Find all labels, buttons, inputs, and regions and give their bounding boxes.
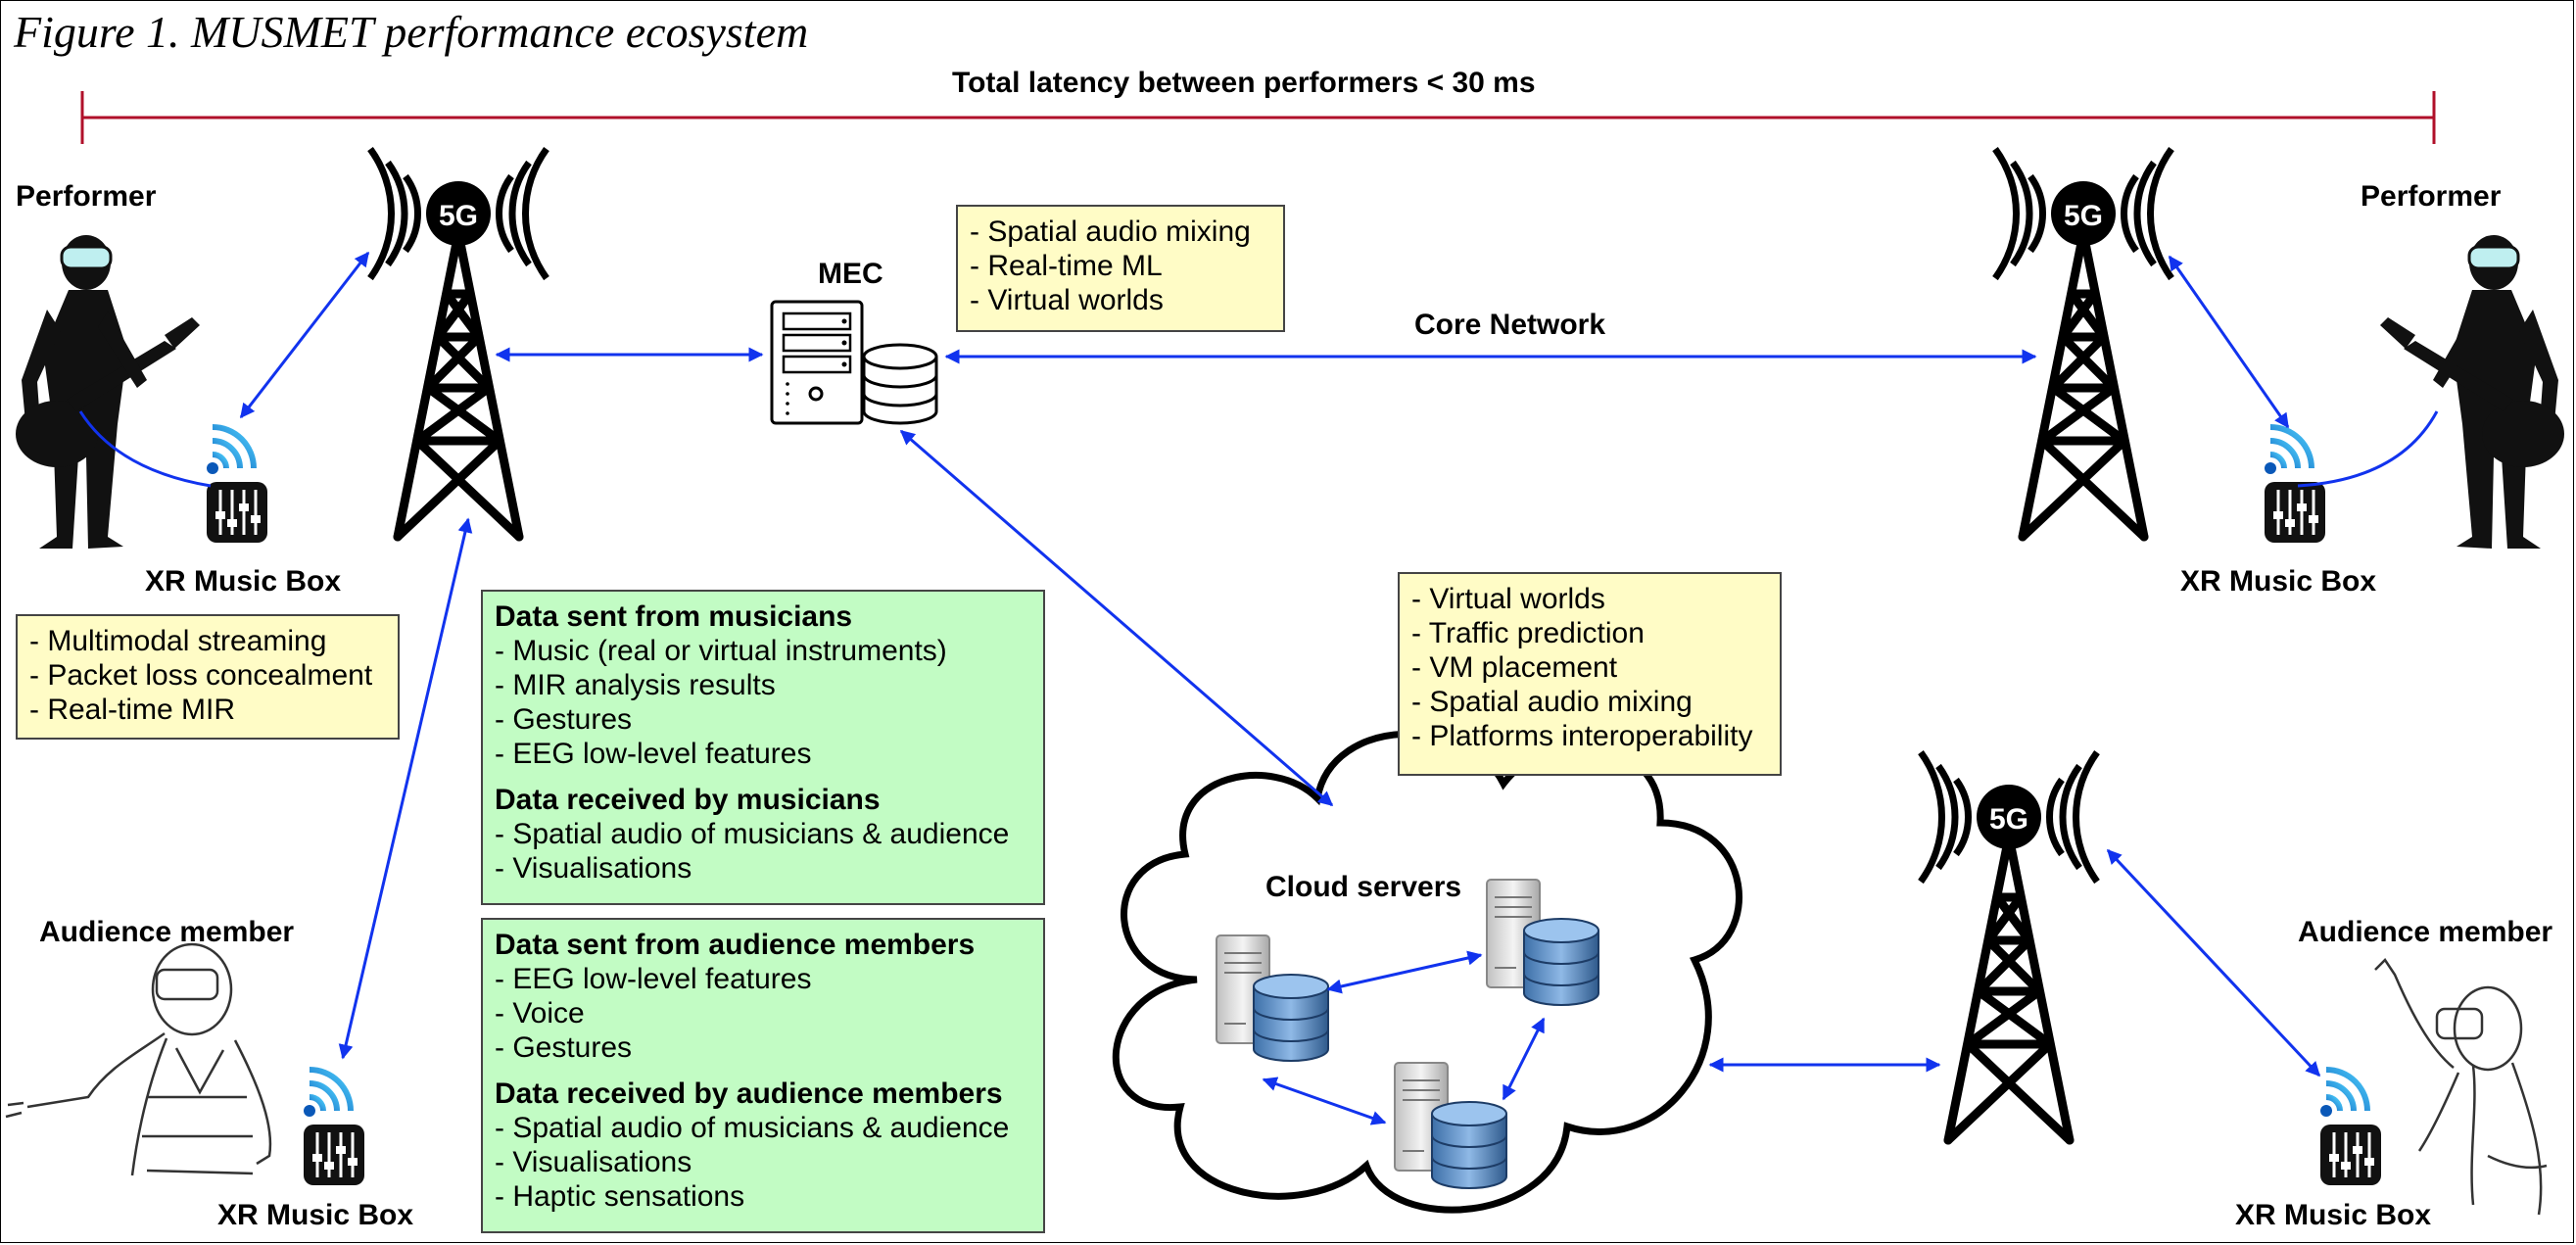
tower-badge-bottom: 5G xyxy=(1989,803,2028,836)
musicians-data-box: Data sent from musicians - Music (real o… xyxy=(481,590,1045,905)
latency-bar xyxy=(80,91,2436,144)
audience-received-item: - Visualisations xyxy=(495,1146,692,1178)
cable-left xyxy=(78,410,212,488)
xr-music-box-bottom-left-icon xyxy=(304,1070,364,1185)
mec-feature: - Real-time ML xyxy=(970,250,1163,282)
performer-left-label: Performer xyxy=(16,180,157,213)
audience-sent-title: Data sent from audience members xyxy=(495,929,976,961)
musicians-sent-item: - EEG low-level features xyxy=(495,738,812,770)
audience-data-box: Data sent from audience members - EEG lo… xyxy=(481,918,1045,1233)
performer-right-icon xyxy=(2378,233,2566,551)
musicians-sent-title: Data sent from musicians xyxy=(495,600,853,633)
xr-feature: - Packet loss concealment xyxy=(29,659,373,692)
cloud-servers-label: Cloud servers xyxy=(1265,871,1462,903)
xr-feature: - Multimodal streaming xyxy=(29,625,327,657)
musicians-received-title: Data received by musicians xyxy=(495,784,881,816)
audience-received-title: Data received by audience members xyxy=(495,1077,1003,1110)
xr-music-box-top-left-icon xyxy=(207,427,267,543)
mec-feature: - Virtual worlds xyxy=(970,284,1164,316)
musicians-sent-item: - Music (real or virtual instruments) xyxy=(495,635,947,667)
xr-features-box: - Multimodal streaming - Packet loss con… xyxy=(16,614,400,740)
cable-right xyxy=(2297,410,2439,488)
audience-sent-item: - Voice xyxy=(495,997,585,1030)
audience-right-label: Audience member xyxy=(2298,916,2553,948)
audience-received-item: - Haptic sensations xyxy=(495,1180,745,1213)
figure-title: Figure 1. MUSMET performance ecosystem xyxy=(14,7,809,57)
xr-feature: - Real-time MIR xyxy=(29,694,236,726)
performer-right-label: Performer xyxy=(2361,180,2502,213)
xr-music-box-bottom-right-icon xyxy=(2320,1070,2381,1185)
audience-member-right-icon xyxy=(2374,958,2548,1216)
cloud-feature: - VM placement xyxy=(1411,651,1618,684)
cloud-features-box: - Virtual worlds - Traffic prediction - … xyxy=(1398,572,1782,776)
cloud-feature: - Spatial audio mixing xyxy=(1411,686,1693,718)
xr-box-top-right-label: XR Music Box xyxy=(2180,565,2377,598)
musicians-received-item: - Spatial audio of musicians & audience xyxy=(495,818,1010,850)
cloud-feature: - Virtual worlds xyxy=(1411,583,1605,615)
xr-box-top-left-label: XR Music Box xyxy=(145,565,342,598)
latency-label: Total latency between performers < 30 ms xyxy=(952,67,1536,99)
cloud-feature: - Platforms interoperability xyxy=(1411,720,1753,752)
cloud-feature: - Traffic prediction xyxy=(1411,617,1645,649)
musicians-sent-item: - Gestures xyxy=(495,703,633,736)
mec-features-box: - Spatial audio mixing - Real-time ML - … xyxy=(956,205,1285,332)
performer-left-icon xyxy=(14,233,202,551)
audience-member-left-icon xyxy=(5,942,272,1176)
audience-sent-item: - Gestures xyxy=(495,1031,633,1064)
musicians-sent-item: - MIR analysis results xyxy=(495,669,776,701)
mec-database-icon xyxy=(862,343,938,425)
xr-box-bottom-left-label: XR Music Box xyxy=(217,1199,414,1231)
musicians-received-item: - Visualisations xyxy=(495,852,692,885)
mec-feature: - Spatial audio mixing xyxy=(970,215,1251,248)
tower-badge-left: 5G xyxy=(439,200,478,232)
audience-left-label: Audience member xyxy=(39,916,295,948)
tower-badge-right: 5G xyxy=(2064,200,2103,232)
audience-sent-item: - EEG low-level features xyxy=(495,963,812,995)
mec-label: MEC xyxy=(818,258,883,290)
mec-server-icon xyxy=(770,300,864,425)
connection-arrows xyxy=(239,251,2321,1125)
xr-box-bottom-right-label: XR Music Box xyxy=(2235,1199,2432,1231)
audience-received-item: - Spatial audio of musicians & audience xyxy=(495,1112,1010,1144)
core-network-label: Core Network xyxy=(1414,309,1606,341)
